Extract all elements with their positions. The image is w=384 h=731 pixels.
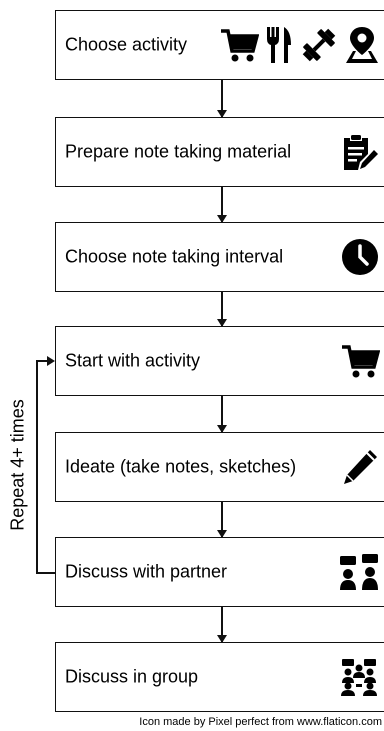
step-icons [338,657,380,697]
step-start-activity: Start with activity [55,326,384,396]
step-label: Start with activity [65,350,201,371]
connector-arrow [217,502,227,538]
step-choose-interval: Choose note taking interval [55,222,384,292]
partner-discussion-icon [338,552,380,592]
dumbbell-icon [299,25,339,65]
group-discussion-icon [338,657,380,697]
connector-arrow [217,292,227,327]
loop-line-vertical [36,360,38,574]
shopping-cart-icon [340,341,380,381]
pencil-icon [340,447,380,487]
step-icons [338,552,380,592]
step-icons [340,341,380,381]
loop-line-bottom [36,572,55,574]
step-label: Ideate (take notes, sketches) [65,456,297,477]
loop-line-top [36,360,48,362]
step-label: Prepare note taking material [65,141,292,162]
step-icons [340,132,380,172]
step-label: Discuss in group [65,666,199,687]
step-label: Discuss with partner [65,561,228,582]
connector-arrow [217,396,227,433]
shopping-cart-icon [219,25,259,65]
clipboard-pen-icon [340,132,380,172]
step-label: Choose activity [65,34,188,55]
step-discuss-partner: Discuss with partner [55,537,384,607]
step-icons [340,237,380,277]
map-marker-icon [344,25,380,65]
connector-arrow [217,607,227,643]
step-label: Choose note taking interval [65,246,284,267]
connector-arrow [217,80,227,118]
loop-label: Repeat 4+ times [7,399,28,531]
step-icons [219,25,380,65]
icon-credit: Icon made by Pixel perfect from www.flat… [139,716,382,728]
connector-arrow [217,187,227,223]
utensils-icon [264,25,294,65]
step-discuss-group: Discuss in group [55,642,384,712]
step-prepare-material: Prepare note taking material [55,117,384,187]
clock-icon [340,237,380,277]
step-choose-activity: Choose activity [55,10,384,80]
step-icons [340,447,380,487]
loop-arrowhead [47,356,55,366]
step-ideate: Ideate (take notes, sketches) [55,432,384,502]
